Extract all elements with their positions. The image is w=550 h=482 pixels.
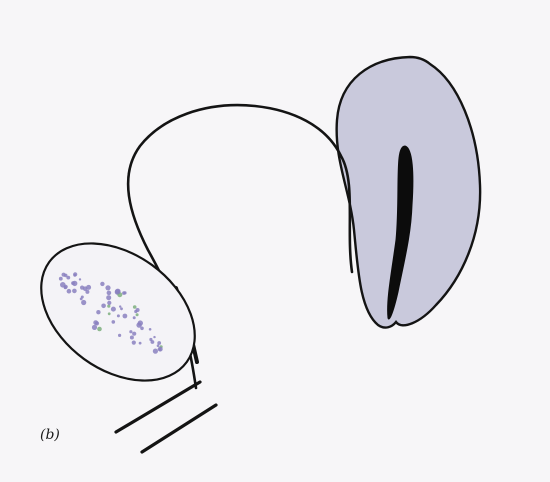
granule-dot <box>159 348 162 351</box>
granule-dot <box>120 307 123 310</box>
granule-dot <box>139 342 142 345</box>
granule-dot <box>67 289 72 294</box>
granule-dot <box>66 276 70 280</box>
granule-dot <box>157 341 161 345</box>
granule-dot <box>133 316 136 319</box>
granule-dot <box>81 300 86 305</box>
granule-dot <box>115 289 121 295</box>
granule-dot <box>100 282 104 286</box>
granule-dot <box>118 334 121 337</box>
granule-dot <box>105 285 110 290</box>
granule-dot <box>136 313 139 316</box>
granule-dot <box>108 312 111 315</box>
granule-dot <box>153 336 155 338</box>
panel-label: (b) <box>40 427 60 443</box>
granule-dot <box>92 325 97 330</box>
granule-dot <box>117 314 120 317</box>
granule-dot <box>86 285 91 290</box>
granule-dot <box>132 332 136 336</box>
oval-gland <box>15 215 221 409</box>
granule-dot <box>132 341 136 345</box>
granule-dot <box>151 340 155 344</box>
granule-dot <box>134 310 137 313</box>
granule-dot <box>96 310 100 314</box>
granule-dot <box>101 304 106 309</box>
granule-dot <box>149 328 152 331</box>
granule-dot <box>107 301 111 305</box>
granule-dot <box>71 281 75 285</box>
granule-dot <box>93 320 98 325</box>
granule-dot <box>97 327 102 332</box>
granule-dot <box>62 273 66 277</box>
granule-dot <box>80 298 83 301</box>
granule-dot <box>59 277 63 281</box>
granule-dot <box>123 314 128 319</box>
granule-dot <box>122 291 126 295</box>
granule-dot <box>119 305 121 307</box>
granule-dot <box>112 320 116 324</box>
granule-dot <box>107 305 110 308</box>
granule-dot <box>79 278 81 280</box>
granule-dot <box>111 307 116 312</box>
granule-dot <box>157 344 160 347</box>
granule-dot <box>73 274 76 277</box>
granule-dot <box>129 330 132 333</box>
granule-dot <box>136 322 141 327</box>
granule-dot <box>130 336 134 340</box>
granule-dot <box>106 295 111 300</box>
granule-dot <box>64 286 67 289</box>
granule-dot <box>72 289 77 294</box>
parallel-bar <box>142 405 216 452</box>
granule-dot <box>133 305 137 309</box>
granule-dot <box>107 291 112 296</box>
granule-dot <box>153 349 158 354</box>
